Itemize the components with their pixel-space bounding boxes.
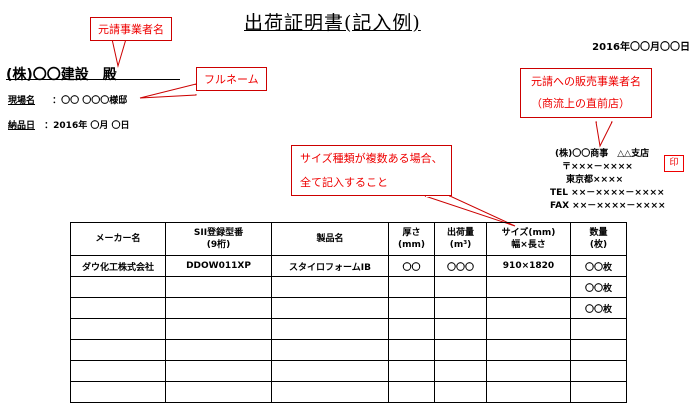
table-cell — [486, 297, 571, 319]
site-name-value: ：〇〇 〇〇〇様邸 — [52, 96, 128, 106]
seller-address: 東京都×××× — [566, 175, 624, 185]
table-cell — [388, 297, 435, 319]
addressee-underline — [6, 79, 180, 80]
delivery-date-field: 納品日 ：2016年 〇月 〇日 — [8, 118, 129, 131]
table-cell: 〇〇枚 — [570, 297, 627, 319]
site-name-field: 現場名 ：〇〇 〇〇〇様邸 — [8, 93, 127, 106]
table-cell: スタイロフォームIB — [271, 255, 389, 277]
seller-fax: FAX ××－××××－×××× — [550, 201, 666, 211]
seller-callout-line2: （商流上の直前店） — [531, 97, 630, 110]
table-row: 〇〇枚 — [70, 276, 627, 298]
table-cell — [486, 318, 571, 340]
table-cell: 〇〇枚 — [570, 276, 627, 298]
table-cell: ダウ化工株式会社 — [70, 255, 166, 277]
table-cell — [165, 360, 272, 382]
table-cell — [570, 318, 627, 340]
issue-date: 2016年〇〇月〇〇日 — [592, 42, 690, 53]
table-cell — [434, 318, 487, 340]
delivery-date-value: ：2016年 〇月 〇日 — [44, 121, 130, 131]
table-cell — [486, 339, 571, 361]
table-cell: 〇〇〇 — [434, 255, 487, 277]
sizes-callout: サイズ種類が複数ある場合、 全て記入すること — [291, 145, 452, 196]
table-cell — [165, 381, 272, 403]
table-cell — [570, 360, 627, 382]
table-cell — [165, 339, 272, 361]
seller-callout: 元請への販売事業者名 （商流上の直前店） — [520, 68, 652, 118]
site-name-label: 現場名 — [8, 96, 36, 106]
table-cell — [70, 276, 166, 298]
table-row — [70, 339, 627, 361]
header-model-number: SII登録型番(9桁) — [165, 222, 272, 256]
delivery-date-label: 納品日 — [8, 121, 36, 131]
table-cell — [388, 339, 435, 361]
header-product-name: 製品名 — [271, 222, 389, 256]
table-cell — [434, 381, 487, 403]
table-cell: 910×1820 — [486, 255, 571, 277]
shipment-table: メーカー名 SII登録型番(9桁) 製品名 厚さ(mm) 出荷量(m³) サイズ… — [70, 222, 627, 403]
table-row: ダウ化工株式会社 DDOW011XP スタイロフォームIB 〇〇 〇〇〇 910… — [70, 255, 627, 277]
table-cell — [388, 381, 435, 403]
table-cell: DDOW011XP — [165, 255, 272, 277]
table-cell — [271, 360, 389, 382]
contractor-name-callout: 元請事業者名 — [90, 17, 172, 41]
table-cell — [388, 360, 435, 382]
table-cell: 〇〇 — [388, 255, 435, 277]
table-cell — [70, 297, 166, 319]
table-cell — [271, 339, 389, 361]
table-cell — [434, 297, 487, 319]
addressee-name: (株)〇〇建設 殿 — [6, 67, 117, 83]
table-cell — [70, 381, 166, 403]
header-shipment-volume: 出荷量(m³) — [434, 222, 487, 256]
table-cell — [165, 297, 272, 319]
seal-stamp: 印 — [664, 155, 684, 172]
table-cell — [388, 318, 435, 340]
table-row — [70, 381, 627, 403]
table-cell — [486, 360, 571, 382]
table-cell — [570, 381, 627, 403]
table-cell — [434, 360, 487, 382]
header-size: サイズ(mm)幅×長さ — [486, 222, 571, 256]
sizes-callout-line1: サイズ種類が複数ある場合、 — [300, 152, 443, 165]
full-name-callout: フルネーム — [196, 67, 267, 91]
table-cell — [70, 318, 166, 340]
table-cell — [388, 276, 435, 298]
table-cell — [570, 339, 627, 361]
table-cell — [165, 318, 272, 340]
document-title: 出荷証明書(記入例) — [244, 12, 421, 34]
table-cell — [271, 318, 389, 340]
table-cell — [271, 297, 389, 319]
header-manufacturer: メーカー名 — [70, 222, 166, 256]
table-row — [70, 318, 627, 340]
table-cell — [271, 276, 389, 298]
table-header-row: メーカー名 SII登録型番(9桁) 製品名 厚さ(mm) 出荷量(m³) サイズ… — [70, 222, 627, 256]
table-cell — [434, 339, 487, 361]
table-cell — [434, 276, 487, 298]
seller-tel: TEL ××－××××－×××× — [550, 188, 665, 198]
seller-postal: 〒×××－×××× — [562, 162, 633, 172]
table-cell — [271, 381, 389, 403]
table-cell — [70, 339, 166, 361]
sizes-callout-line2: 全て記入すること — [300, 176, 388, 189]
table-cell — [486, 381, 571, 403]
table-cell — [165, 276, 272, 298]
table-cell: 〇〇枚 — [570, 255, 627, 277]
table-cell — [70, 360, 166, 382]
seller-company: (株)〇〇商事 △△支店 — [555, 149, 650, 159]
table-row: 〇〇枚 — [70, 297, 627, 319]
table-cell — [486, 276, 571, 298]
seller-callout-line1: 元請への販売事業者名 — [531, 75, 641, 88]
table-row — [70, 360, 627, 382]
header-thickness: 厚さ(mm) — [388, 222, 435, 256]
header-quantity: 数量(枚) — [570, 222, 627, 256]
